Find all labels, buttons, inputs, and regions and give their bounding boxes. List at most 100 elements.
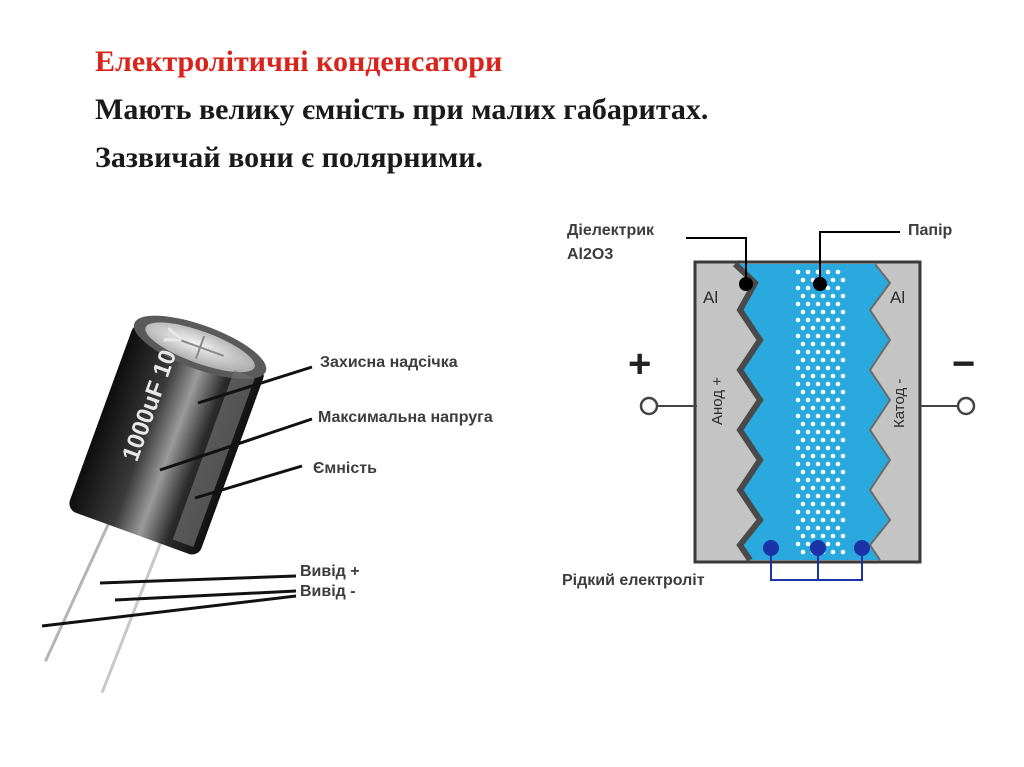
vent-groove-v xyxy=(195,335,206,359)
paper-dot xyxy=(805,541,811,547)
paper-dot xyxy=(800,421,806,427)
paper-dot xyxy=(800,341,806,347)
paper-dot xyxy=(800,389,806,395)
paper-dot xyxy=(835,445,841,451)
paper-dot xyxy=(830,517,836,523)
paper-dot xyxy=(815,461,821,467)
paper-dot xyxy=(815,317,821,323)
paper-dot xyxy=(825,477,831,483)
paper-dot xyxy=(825,333,831,339)
label-capacitance: Ємність xyxy=(313,460,377,477)
paper-dot xyxy=(820,325,826,331)
paper-dot xyxy=(825,445,831,451)
paper-dot xyxy=(835,477,841,483)
paper-dot xyxy=(805,397,811,403)
slide-title-block: Електролітичні конденсатори Мають велику… xyxy=(95,38,708,182)
paper-dot xyxy=(830,469,836,475)
paper-dot xyxy=(810,501,816,507)
label-al-right: Al xyxy=(890,288,906,307)
label-paper: Папір xyxy=(908,222,953,239)
paper-dot xyxy=(840,277,846,283)
pointer-lead-plus xyxy=(99,574,297,585)
paper-dot xyxy=(820,405,826,411)
paper-dot xyxy=(840,421,846,427)
paper-dot xyxy=(825,301,831,307)
label-lead-minus: Вивід - xyxy=(300,583,356,600)
paper-dot xyxy=(800,293,806,299)
paper-dot xyxy=(825,349,831,355)
paper-dot xyxy=(820,501,826,507)
label-al-left: Al xyxy=(703,288,719,307)
paper-dot xyxy=(815,349,821,355)
paper-dot xyxy=(820,389,826,395)
paper-dot xyxy=(835,317,841,323)
paper-dot xyxy=(820,469,826,475)
paper-dot xyxy=(820,533,826,539)
paper-dot xyxy=(820,309,826,315)
paper-dot xyxy=(815,413,821,419)
paper-dot xyxy=(840,373,846,379)
paper-dot xyxy=(835,429,841,435)
paper-dot xyxy=(805,285,811,291)
paper-dot xyxy=(830,421,836,427)
dielectric-leader xyxy=(686,237,747,284)
paper-dot xyxy=(835,525,841,531)
label-dielectric: Діелектрик xyxy=(567,222,655,239)
label-max-voltage: Максимальна напруга xyxy=(318,409,493,426)
paper-dot xyxy=(840,437,846,443)
paper-dot xyxy=(835,509,841,515)
paper-dot xyxy=(795,317,801,323)
paper-dot xyxy=(805,429,811,435)
pointer-lead-minus xyxy=(41,594,297,628)
paper-dot xyxy=(810,293,816,299)
paper-dot xyxy=(810,469,816,475)
paper-dot xyxy=(830,437,836,443)
paper-dot xyxy=(830,293,836,299)
paper-dot xyxy=(805,477,811,483)
paper-dot xyxy=(810,485,816,491)
paper-dot xyxy=(805,381,811,387)
polarity-stripe xyxy=(172,370,255,548)
paper-dot xyxy=(815,333,821,339)
paper-dot xyxy=(805,413,811,419)
paper-dot xyxy=(820,341,826,347)
paper-dot xyxy=(840,485,846,491)
paper-dot xyxy=(795,413,801,419)
paper-dot xyxy=(810,341,816,347)
paper-dot xyxy=(810,405,816,411)
paper-dot xyxy=(795,541,801,547)
paper-dot xyxy=(800,517,806,523)
paper-dot xyxy=(795,493,801,499)
paper-dot xyxy=(815,477,821,483)
slide-title: Електролітичні конденсатори xyxy=(95,45,503,78)
paper-dot xyxy=(810,357,816,363)
paper-dot xyxy=(830,309,836,315)
paper-dot xyxy=(830,389,836,395)
paper-dot xyxy=(810,325,816,331)
paper-dot xyxy=(835,333,841,339)
paper-dot xyxy=(820,453,826,459)
paper-dot xyxy=(825,317,831,323)
paper-dot xyxy=(810,437,816,443)
paper-dot xyxy=(800,373,806,379)
capacitor-body xyxy=(69,324,264,555)
paper-dot xyxy=(825,541,831,547)
paper-dot xyxy=(840,293,846,299)
cathode-label: Катод - xyxy=(891,379,908,428)
paper-dot xyxy=(810,533,816,539)
paper-dot xyxy=(805,493,811,499)
paper-dot xyxy=(815,381,821,387)
paper-dot xyxy=(830,357,836,363)
anode-oxide-layer xyxy=(732,261,764,562)
paper-dot xyxy=(800,485,806,491)
paper-dot xyxy=(835,381,841,387)
paper-dot xyxy=(840,549,846,555)
paper-dot xyxy=(800,501,806,507)
capacitor-illustration: 1000uF 10 V xyxy=(44,315,267,694)
paper-dot xyxy=(820,517,826,523)
paper-dot xyxy=(830,501,836,507)
pointer-vent xyxy=(197,365,313,405)
paper-dot xyxy=(820,437,826,443)
paper-dot xyxy=(805,525,811,531)
